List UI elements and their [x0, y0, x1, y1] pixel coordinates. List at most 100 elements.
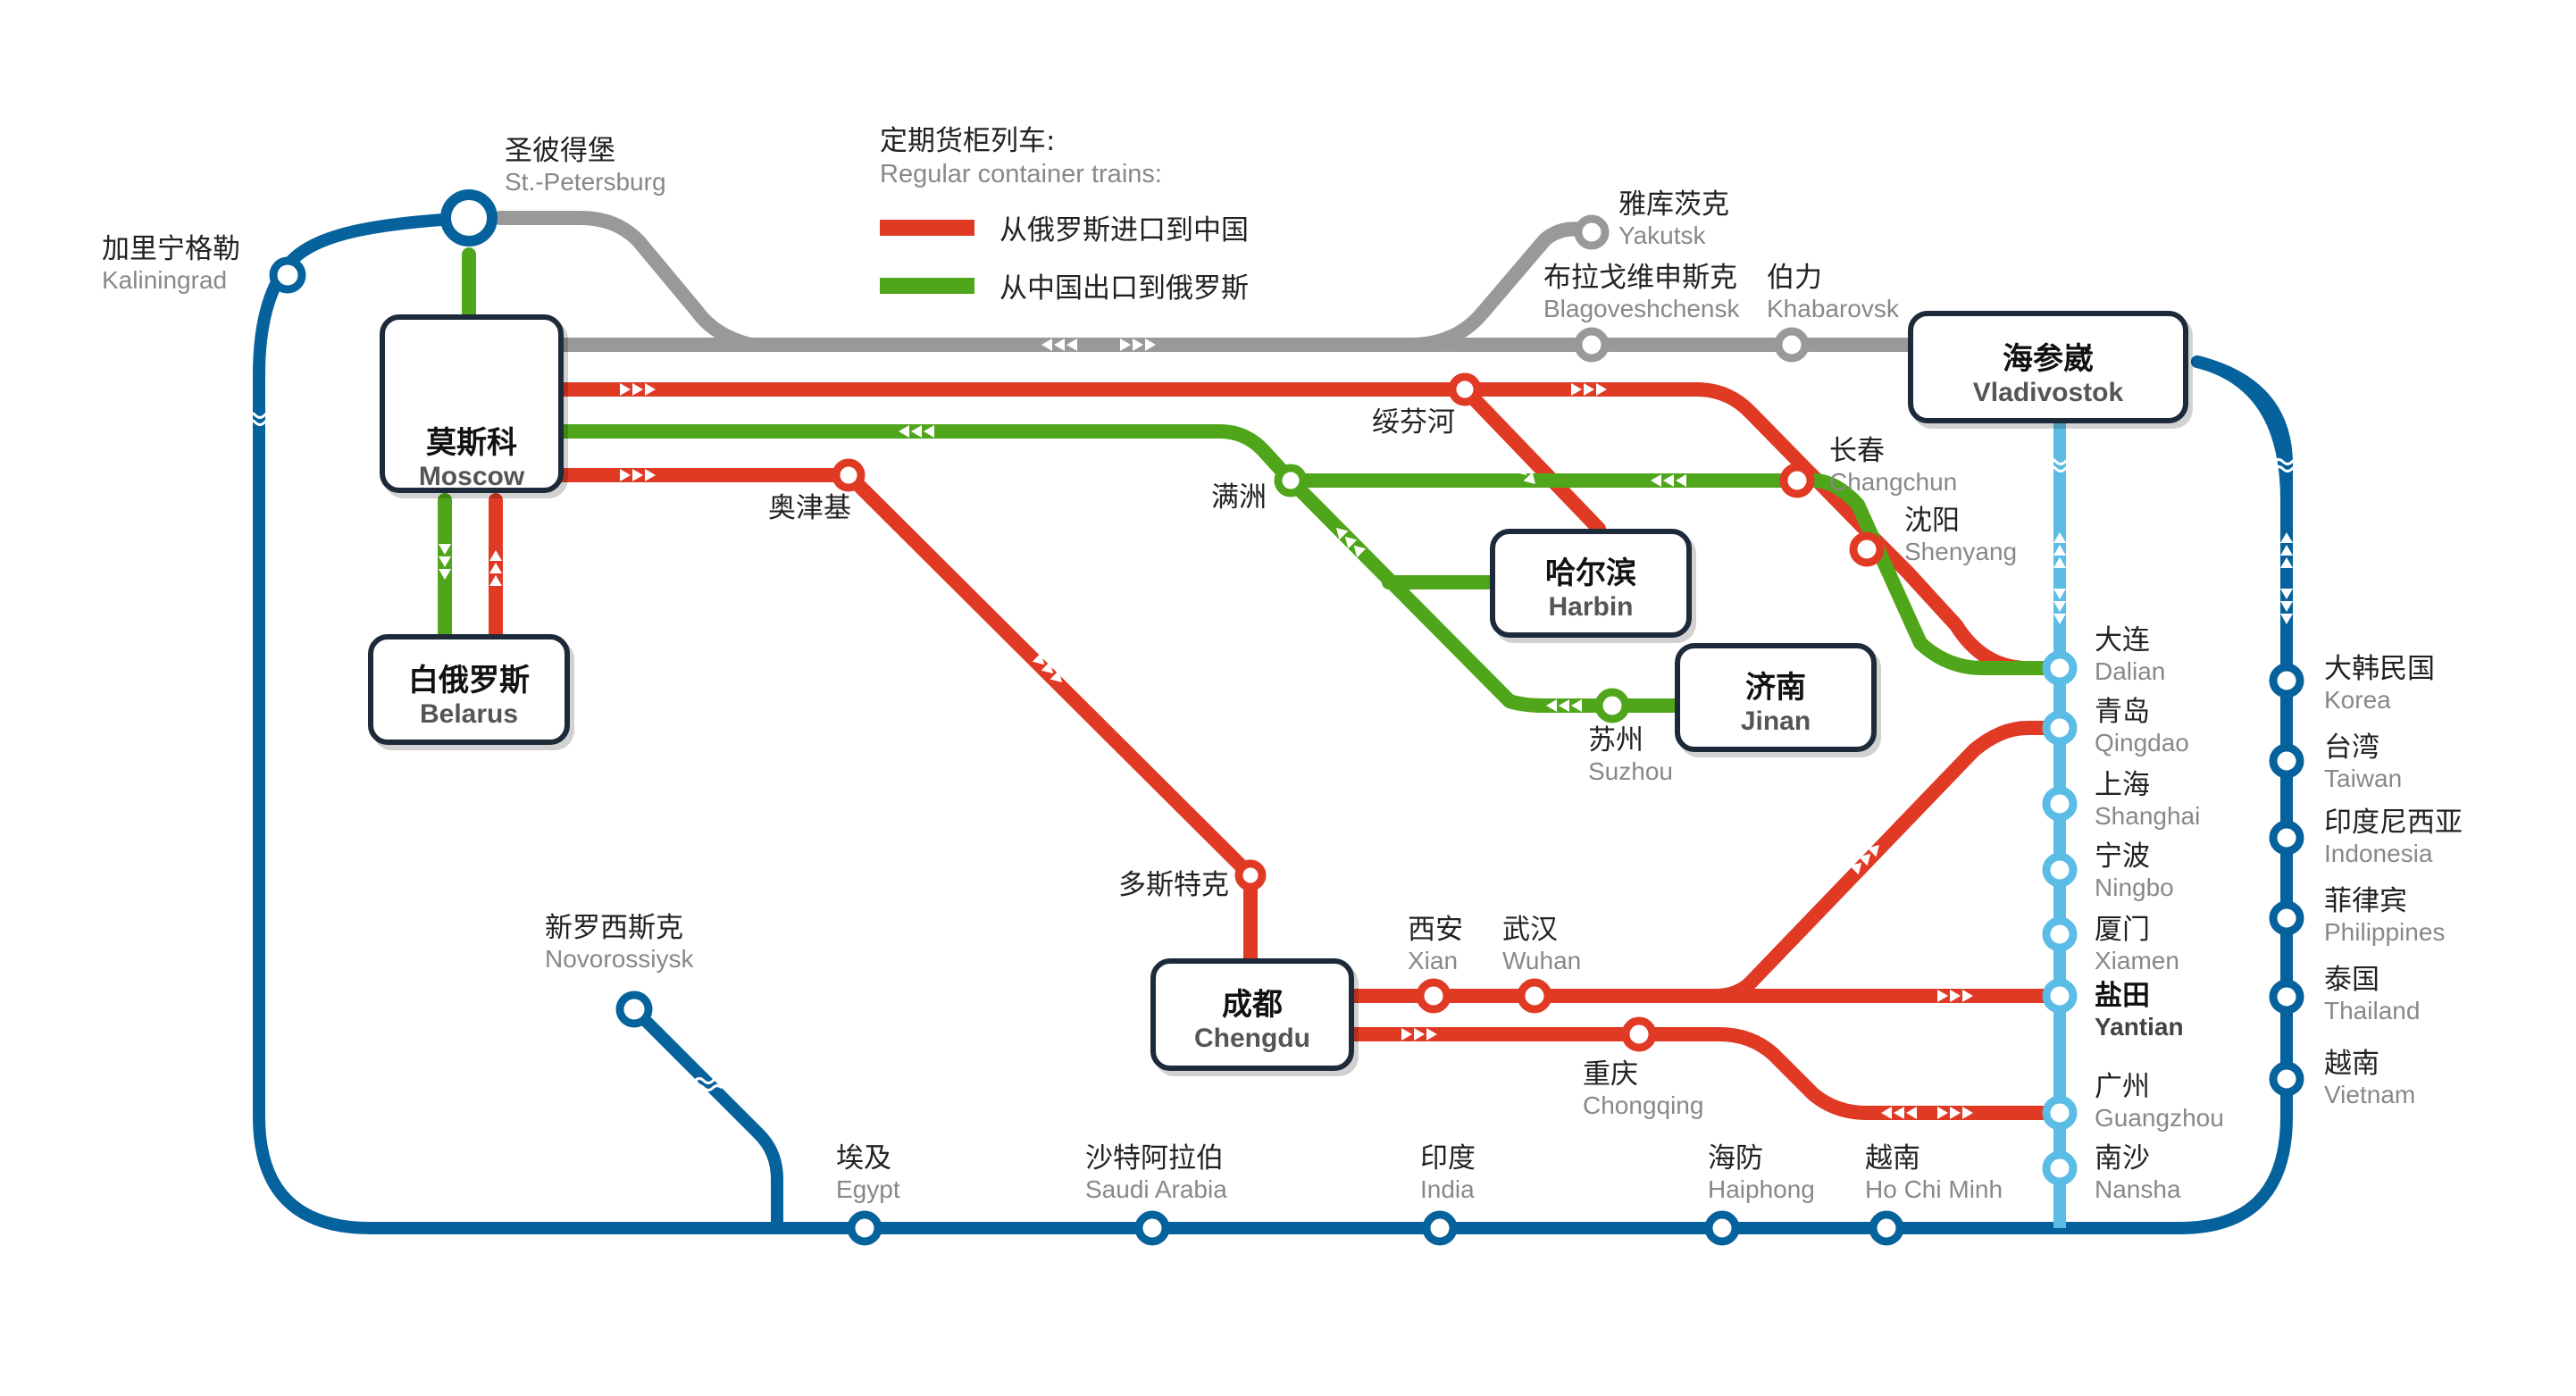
label-vietnam: 越南 Vietnam [2324, 1048, 2416, 1109]
label-en: Xiamen [2095, 946, 2179, 974]
label-zh: 菲律宾 [2324, 885, 2407, 917]
label-en: India [1420, 1174, 1475, 1203]
hub-vladivostok: 海参崴 Vladivostok [1908, 311, 2188, 423]
label-zh: 多斯特克 [1118, 869, 1229, 901]
hub-chengdu: 成都 Chengdu [1150, 958, 1354, 1071]
label-zh: 绥芬河 [1372, 406, 1455, 439]
legend-swatch-green [880, 277, 974, 294]
label-en: Wuhan [1502, 946, 1582, 974]
hub-belarus: 白俄罗斯 Belarus [368, 634, 570, 745]
label-en: Suzhou [1588, 757, 1673, 785]
legend-title-zh: 定期货柜列车: [880, 125, 1056, 157]
label-zh: 雅库茨克 [1618, 188, 1729, 221]
legend-item-export: 从中国出口到俄罗斯 [880, 265, 1249, 305]
legend-swatch-red [880, 219, 974, 236]
label-zh: 宁波 [2095, 840, 2150, 873]
label-otpor: 奥津基 [768, 492, 851, 525]
label-hochiminh: 越南 Ho Chi Minh [1865, 1142, 2003, 1204]
hub-jinan: 济南 Jinan [1675, 643, 1877, 752]
label-en: Dalian [2095, 656, 2166, 685]
hub-jinan-zh: 济南 [1745, 670, 1806, 706]
label-en: Kaliningrad [102, 265, 228, 294]
label-zh: 南沙 [2095, 1142, 2150, 1174]
label-zh: 加里宁格勒 [102, 233, 240, 265]
label-egypt: 埃及 Egypt [836, 1142, 900, 1204]
label-en: Haiphong [1708, 1174, 1815, 1203]
label-en: Guangzhou [2095, 1103, 2224, 1132]
label-haiphong: 海防 Haiphong [1708, 1142, 1815, 1204]
label-xiamen: 厦门 Xiamen [2095, 914, 2179, 975]
hub-chengdu-zh: 成都 [1222, 987, 1283, 1023]
label-en: Egypt [836, 1174, 900, 1203]
hub-belarus-en: Belarus [419, 699, 519, 729]
label-en: Yakutsk [1618, 221, 1706, 249]
legend-title-en: Regular container trains: [880, 160, 1162, 188]
label-en: Chongqing [1583, 1091, 1704, 1119]
label-zh: 大韩民国 [2324, 653, 2435, 685]
label-yantian: 盐田 Yantian [2095, 980, 2184, 1041]
label-zh: 大连 [2095, 624, 2150, 656]
label-zh: 武汉 [1502, 914, 1558, 946]
hub-vladivostok-en: Vladivostok [1972, 378, 2124, 407]
label-shanghai: 上海 Shanghai [2095, 769, 2201, 831]
label-philippines: 菲律宾 Philippines [2324, 885, 2446, 947]
label-yakutsk: 雅库茨克 Yakutsk [1618, 188, 1729, 250]
label-kaliningrad: 加里宁格勒 Kaliningrad [102, 233, 240, 295]
hub-belarus-zh: 白俄罗斯 [408, 663, 530, 698]
label-thailand: 泰国 Thailand [2324, 964, 2421, 1025]
rail-grey [493, 211, 1928, 352]
label-taiwan: 台湾 Taiwan [2324, 731, 2402, 793]
legend-label-export: 从中国出口到俄罗斯 [999, 272, 1249, 305]
label-zh: 青岛 [2095, 696, 2150, 728]
label-en: Xian [1408, 946, 1459, 974]
label-guangzhou: 广州 Guangzhou [2095, 1071, 2224, 1133]
hub-harbin-en: Harbin [1548, 592, 1634, 622]
label-en: Yantian [2095, 1012, 2184, 1041]
label-en: Khabarovsk [1767, 294, 1899, 322]
label-zh: 越南 [1865, 1142, 1920, 1174]
label-khabarovsk: 伯力 Khabarovsk [1767, 262, 1899, 323]
label-en: Korea [2324, 685, 2391, 714]
label-zh: 沈阳 [1904, 505, 1960, 537]
label-en: Vietnam [2324, 1080, 2416, 1108]
sea-route-asia [2191, 355, 2293, 1087]
hub-moscow-zh: 莫斯科 [426, 425, 517, 461]
label-st-petersburg: 圣彼得堡 St.-Petersburg [505, 135, 666, 196]
label-wuhan: 武汉 Wuhan [1502, 914, 1582, 975]
label-zh: 西安 [1408, 914, 1463, 946]
label-en: Thailand [2324, 996, 2421, 1024]
label-en: Saudi Arabia [1085, 1174, 1227, 1203]
label-zh: 重庆 [1583, 1058, 1638, 1091]
label-en: Ho Chi Minh [1865, 1174, 2003, 1203]
label-en: Shanghai [2095, 801, 2201, 830]
label-zh: 海防 [1708, 1142, 1763, 1174]
label-zh: 印度尼西亚 [2324, 807, 2463, 839]
label-zh: 泰国 [2324, 964, 2379, 996]
hub-moscow: 莫斯科 Moscow [380, 314, 564, 493]
legend: 定期货柜列车: Regular container trains: 从俄罗斯进口… [880, 118, 1249, 305]
label-en: Qingdao [2095, 728, 2189, 757]
label-changchun: 长春 Changchun [1829, 435, 1958, 497]
label-novorossiysk: 新罗西斯克 Novorossiysk [545, 912, 693, 974]
label-zh: 广州 [2095, 1071, 2150, 1103]
label-zh: 埃及 [836, 1142, 891, 1174]
legend-item-import: 从俄罗斯进口到中国 [880, 207, 1249, 247]
label-zh: 苏州 [1588, 724, 1643, 757]
label-en: Nansha [2095, 1174, 2181, 1203]
label-blagoveshchensk: 布拉戈维申斯克 Blagoveshchensk [1543, 262, 1739, 323]
label-zh: 布拉戈维申斯克 [1543, 262, 1737, 294]
label-shenyang: 沈阳 Shenyang [1904, 505, 2017, 566]
label-zh: 满洲 [1211, 481, 1267, 514]
rail-red [489, 382, 2062, 1120]
label-en: Ningbo [2095, 873, 2174, 901]
hub-harbin: 哈尔滨 Harbin [1490, 529, 1692, 638]
label-en: Indonesia [2324, 839, 2433, 867]
hub-jinan-en: Jinan [1740, 706, 1811, 736]
label-manzhouli: 满洲 [1211, 481, 1267, 514]
label-zh: 印度 [1420, 1142, 1476, 1174]
label-en: Changchun [1829, 467, 1958, 496]
label-indonesia: 印度尼西亚 Indonesia [2324, 807, 2463, 868]
label-korea: 大韩民国 Korea [2324, 653, 2435, 715]
wave-icons [245, 412, 2303, 1091]
label-en: Philippines [2324, 917, 2446, 946]
